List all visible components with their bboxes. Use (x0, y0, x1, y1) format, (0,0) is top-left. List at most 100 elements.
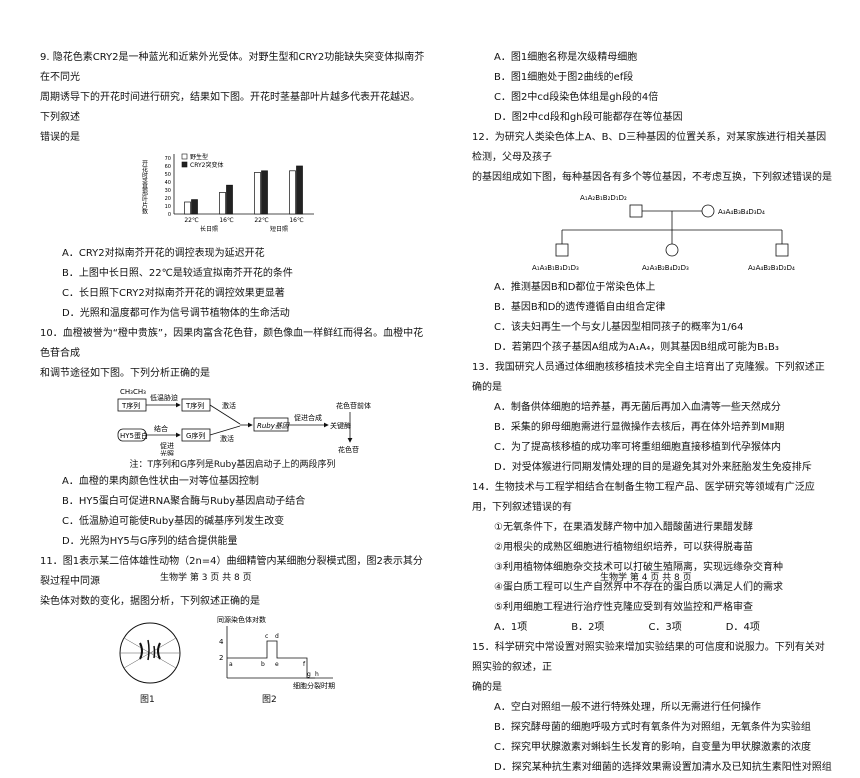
q13-stem: 13．我国研究人员通过体细胞核移植技术完全自主培育出了克隆猴。下列叙述正确的是 (472, 362, 825, 393)
q14-choice: C．3项 (648, 622, 682, 633)
child1-square (555, 243, 569, 257)
point-b: b (261, 661, 265, 668)
q14-choice: D．4项 (725, 622, 760, 633)
right-page: A．图1细胞名称是次级精母细胞 B．图1细胞处于图2曲线的ef段 C．图2中cd… (472, 48, 832, 778)
q12-stem: 12．为研究人类染色体上A、B、D三种基因的位置关系，对某家族进行相关基因检测，… (472, 132, 827, 163)
q13-option: B．采集的卵母细胞需进行显微操作去核后，再在体外培养到MⅡ期 (494, 422, 785, 433)
bar (191, 199, 198, 215)
y-tick-label: 60 (165, 164, 171, 170)
q11-option: C．图2中cd段染色体组是gh段的4倍 (494, 92, 659, 103)
q14-item: ②用根尖的成熟区细胞进行植物组织培养，可以获得脱毒苗 (494, 542, 753, 553)
enzyme-label: 关键酶 (330, 421, 351, 430)
pedigree: A₁A₂B₁B₂D₁D₂ A₃A₄B₃B₄D₃D₄ A₁A₃B₁B₃D₁D₃ A… (532, 194, 795, 272)
q9-option: A．CRY2对拟南芥开花的调控表现为延迟开花 (62, 248, 265, 259)
arrow (209, 425, 241, 436)
synth-label: 促进合成 (294, 413, 322, 422)
q10-stem: 和调节途径如下图。下列分析正确的是 (40, 368, 210, 379)
q13-option: D．对受体猴进行同期发情处理的目的是避免其对外来胚胎发生免疫排斥 (494, 462, 812, 473)
legend-swatch (181, 153, 188, 160)
q15-option: B．探究酵母菌的细胞呼吸方式时有氧条件为对照组，无氧条件为实验组 (494, 722, 811, 733)
hy5-label: HY5蛋白 (120, 431, 148, 440)
q11-figure: 同源染色体对数 4 2 a b c d e f g h 细胞分裂时期 图1 图2 (40, 614, 425, 705)
q9-option: B．上图中长日照、22℃是较适宜拟南芥开花的条件 (62, 268, 293, 279)
q9-option: C．长日照下CRY2对拟南芥开花的调控效果更显著 (62, 288, 285, 299)
light-label: 光照 (160, 449, 174, 456)
q14-item: ③利用植物体细胞杂交技术可以打破生殖隔离，实现远缘杂交育种 (494, 562, 783, 573)
q10-option: B．HY5蛋白可促进RNA聚合酶与Ruby基因启动子结合 (62, 496, 306, 507)
mother-circle (701, 204, 715, 218)
q15-option: D．探究某种抗生素对细菌的选择效果需设置加清水及已知抗生素阳性对照组 (494, 762, 832, 773)
y-tick-label: 20 (165, 196, 171, 202)
bar (296, 165, 303, 215)
bar (226, 184, 233, 215)
x-tick-label: 22℃ (254, 217, 269, 224)
child1-genotype: A₁A₃B₁B₃D₁D₃ (532, 264, 579, 272)
q15-stem: 确的是 (472, 682, 502, 693)
graph-xlabel: 细胞分裂时期 (293, 681, 335, 690)
q11-option: A．图1细胞名称是次级精母细胞 (494, 52, 638, 63)
left-page: 9. 隐花色素CRY2是一种蓝光和近紫外光受体。对野生型和CRY2功能缺失突变体… (40, 48, 425, 705)
footer-right: 生物学 第 4 页 共 8 页 (600, 573, 692, 583)
q9-stem: 周期诱导下的开花时间进行研究，结果如下图。开花时茎基部叶片越多代表开花越迟。下列… (40, 92, 420, 123)
point-a: a (229, 661, 233, 668)
t-sequence-label: T序列 (185, 401, 204, 410)
bar (261, 170, 268, 215)
y-tick-label: 30 (165, 188, 171, 194)
point-d: d (275, 633, 279, 640)
y-tick-label: 40 (165, 180, 171, 186)
footer-left: 生物学 第 3 页 共 8 页 (160, 573, 252, 583)
q12-stem: 的基因组成如下图，每种基因各有多个等位基因，不考虑互换，下列叙述错误的是 (472, 172, 832, 183)
q14-choices: A．1项 B．2项 C．3项 D．4项 (472, 618, 832, 638)
q11-option: D．图2中cd段和gh段可能都存在等位基因 (494, 112, 683, 123)
point-h: h (315, 671, 319, 678)
child2-circle (665, 243, 679, 257)
q13-option: C．为了提高核移植的成功率可将重组细胞直接移植到代孕猴体内 (494, 442, 781, 453)
mother-genotype: A₃A₄B₃B₄D₃D₄ (718, 208, 765, 216)
fig2-label: 图2 (262, 695, 277, 705)
legend-label: 野生型 (190, 153, 208, 161)
pathway-diagram: CH₃CH₃ T序列 低温胁迫 T序列 激活 HY5蛋白 结合 G序列 激活 促… (117, 388, 371, 456)
father-genotype: A₁A₂B₁B₂D₁D₂ (580, 194, 627, 202)
x-tick-label: 16℃ (219, 217, 234, 224)
child2-genotype: A₂A₃B₂B₄D₂D₃ (642, 264, 689, 272)
arrow (209, 404, 241, 425)
q15-stem: 15．科学研究中常设置对照实验来增加实验结果的可信度和说服力。下列有关对照实验的… (472, 642, 825, 673)
y-tick-2: 2 (219, 654, 223, 662)
point-g: g (307, 671, 311, 678)
child3-square (775, 243, 789, 257)
q10-pathway-figure: CH₃CH₃ T序列 低温胁迫 T序列 激活 HY5蛋白 结合 G序列 激活 促… (40, 386, 425, 456)
q13-option: A．制备供体细胞的培养基，再无菌后再加入血清等一些天然成分 (494, 402, 781, 413)
q12-option: A．推测基因B和D都位于常染色体上 (494, 282, 656, 293)
homolog-graph: 同源染色体对数 4 2 a b c d e f g h 细胞分裂时期 (217, 615, 335, 690)
q12-option: B．基因B和D的遗传遵循自由组合定律 (494, 302, 666, 313)
activate-label: 激活 (220, 434, 234, 443)
point-e: e (275, 661, 279, 668)
promote-label: 促进 (160, 441, 174, 450)
ruby-gene-label: Ruby基因 (257, 422, 290, 430)
activate-label: 激活 (222, 401, 236, 410)
q10-option: D．光照为HY5与G序列的结合提供能量 (62, 536, 238, 547)
q14-choice: A．1项 (494, 622, 528, 633)
bar (219, 192, 226, 215)
g-sequence-label: G序列 (186, 431, 205, 440)
q14-item: ⑤利用细胞工程进行治疗性克隆应受到有效监控和严格审查 (494, 602, 753, 613)
bind-label: 结合 (154, 424, 168, 433)
q12-option: D．若第四个孩子基因A组成为A₁A₄，则其基因B组成可能为B₁B₃ (494, 342, 779, 353)
q14-item: ①无氧条件下，在果酒发酵产物中加入醋酸菌进行果醋发酵 (494, 522, 753, 533)
t-sequence-label: T序列 (121, 401, 140, 410)
precursor-label: 花色苷前体 (336, 401, 371, 410)
q12-option: C．该夫妇再生一个与女儿基因型相同孩子的概率为1/64 (494, 322, 744, 333)
q11-option: B．图1细胞处于图2曲线的ef段 (494, 72, 634, 83)
x-tick-label: 16℃ (289, 217, 304, 224)
anthocyanin-label: 花色苷 (338, 445, 359, 454)
y-tick-label: 70 (165, 156, 171, 162)
q11-stem: 染色体对数的变化，据图分析，下列叙述正确的是 (40, 596, 260, 607)
father-square (629, 204, 643, 218)
methyl-label: CH₃CH₃ (120, 388, 146, 396)
q10-caption: 注：T序列和G序列是Ruby基因启动子上的两段序列 (129, 460, 336, 470)
legend-swatch (181, 161, 188, 168)
y-tick-label: 10 (165, 204, 171, 210)
graph-ylabel: 同源染色体对数 (217, 615, 266, 624)
y-tick-4: 4 (219, 638, 224, 646)
